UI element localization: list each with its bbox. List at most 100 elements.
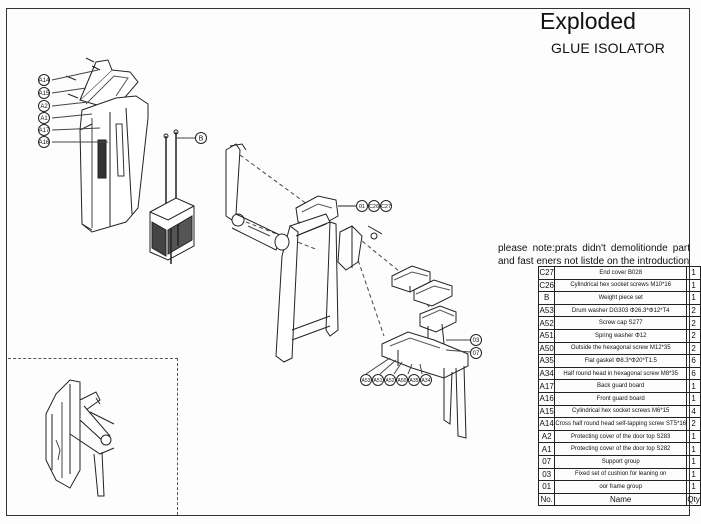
part-qty-cell: 1 (686, 429, 701, 444)
part-qty-cell: 1 (686, 454, 701, 469)
part-number-cell: A16 (537, 391, 556, 406)
left-callouts: A14 A15 A2 A1 A17 A16 (38, 74, 50, 148)
part-name-cell: Spring washer Φ12 (554, 328, 688, 343)
part-number-cell: A34 (537, 366, 556, 381)
inset-view-frame (8, 358, 178, 515)
part-number-cell: C26 (537, 278, 556, 293)
part-name-cell: Protecting cover of the door top S283 (554, 429, 688, 444)
part-number-cell: 03 (537, 467, 556, 482)
part-qty-cell: 2 (686, 341, 701, 356)
support-bracket (337, 225, 383, 271)
callout-a34: A34 (422, 378, 431, 384)
part-qty-cell: 1 (686, 391, 701, 406)
part-number-cell: A50 (537, 341, 556, 356)
part-qty-cell: 6 (686, 354, 701, 368)
right-callouts: 03 07 (470, 334, 482, 359)
callout-07: 07 (473, 351, 480, 357)
part-qty-cell: 1 (686, 291, 701, 305)
part-qty-cell: 1 (686, 442, 701, 456)
part-name-cell: Back guard board (554, 379, 688, 393)
drawing-border (6, 8, 690, 516)
weight-stack (149, 129, 196, 264)
door-frame-group (225, 143, 339, 363)
part-qty-cell: 1 (686, 467, 701, 482)
part-name-cell: Cross half round head self-tapping screw… (554, 417, 688, 431)
part-number-cell: A14 (537, 417, 556, 431)
callout-a52: A52 (386, 378, 395, 384)
part-number-cell: A2 (537, 429, 556, 444)
part-qty-cell: 2 (686, 316, 701, 330)
bottom-callouts: A53 A51 A52 A50 A35 A34 (360, 374, 432, 386)
part-name-cell: Outside the hexagonal screw M12*35 (554, 341, 688, 356)
page-subtitle: GLUE ISOLATOR (551, 40, 666, 56)
callout-a1: A1 (40, 116, 48, 122)
part-qty-cell: 1 (686, 480, 701, 494)
callout-a50: A50 (398, 378, 407, 384)
bottom-callout-leaders (365, 357, 423, 375)
header-name: Name (554, 492, 688, 507)
part-name-cell: Cylindrical hex socket screws M6*15 (554, 404, 688, 419)
callout-a14: A14 (39, 78, 50, 84)
assembly-note: please note:prats didn't demolitionde pa… (498, 243, 690, 267)
part-name-cell: Support group (554, 454, 688, 469)
support-group (381, 331, 471, 439)
callout-b: B (199, 136, 204, 143)
part-number-cell: A52 (537, 316, 556, 330)
part-number-cell: A51 (537, 328, 556, 343)
callout-a17: A17 (39, 128, 50, 134)
part-number-cell: A53 (537, 303, 556, 318)
part-name-cell: Protecting cover of the door top S282 (554, 442, 688, 456)
cushion-pads (391, 265, 457, 345)
part-qty-cell: 1 (686, 278, 701, 293)
part-number-cell: A15 (537, 404, 556, 419)
part-qty-cell: 1 (686, 266, 701, 280)
part-name-cell: Flat gasket Φ8.3*Φ20*T1.5 (554, 354, 688, 368)
part-number-cell: B (537, 291, 556, 305)
part-qty-cell: 6 (686, 366, 701, 381)
part-qty-cell: 2 (686, 328, 701, 343)
part-number-cell: C27 (537, 266, 556, 280)
part-qty-cell: 1 (686, 379, 701, 393)
part-name-cell: Drum washer DG303 Φ26.3*Φ12*T4 (554, 303, 688, 318)
weight-callout: B (195, 132, 207, 144)
part-qty-cell: 2 (686, 303, 701, 318)
part-name-cell: Weight piece set (554, 291, 688, 305)
header-qty: Qty (686, 492, 701, 507)
callout-a53: A53 (362, 378, 371, 384)
part-qty-cell: 4 (686, 404, 701, 419)
callout-a15: A15 (39, 91, 50, 97)
callout-03: 03 (473, 338, 480, 344)
inset-assembled-view (45, 379, 115, 497)
callout-c26: C26 (369, 204, 379, 210)
part-number-cell: A17 (537, 379, 556, 393)
top-callouts: 01 C26 C27 (356, 200, 392, 212)
part-name-cell: Cylindrical hex socket screws M10*16 (554, 278, 688, 293)
callout-a51: A51 (374, 378, 383, 384)
part-number-cell: 07 (537, 454, 556, 469)
weight-tower (51, 57, 149, 233)
part-name-cell: Screw cap S277 (554, 316, 688, 330)
callout-c27: C27 (381, 204, 391, 210)
part-number-cell: A1 (537, 442, 556, 456)
callout-01: 01 (359, 204, 365, 210)
part-name-cell: End cover B028 (554, 266, 688, 280)
callout-a35: A35 (410, 378, 419, 384)
part-name-cell: Front guard board (554, 391, 688, 406)
part-name-cell: Half round head in hexagonal screw M8*35 (554, 366, 688, 381)
header-no: No. (537, 492, 556, 507)
